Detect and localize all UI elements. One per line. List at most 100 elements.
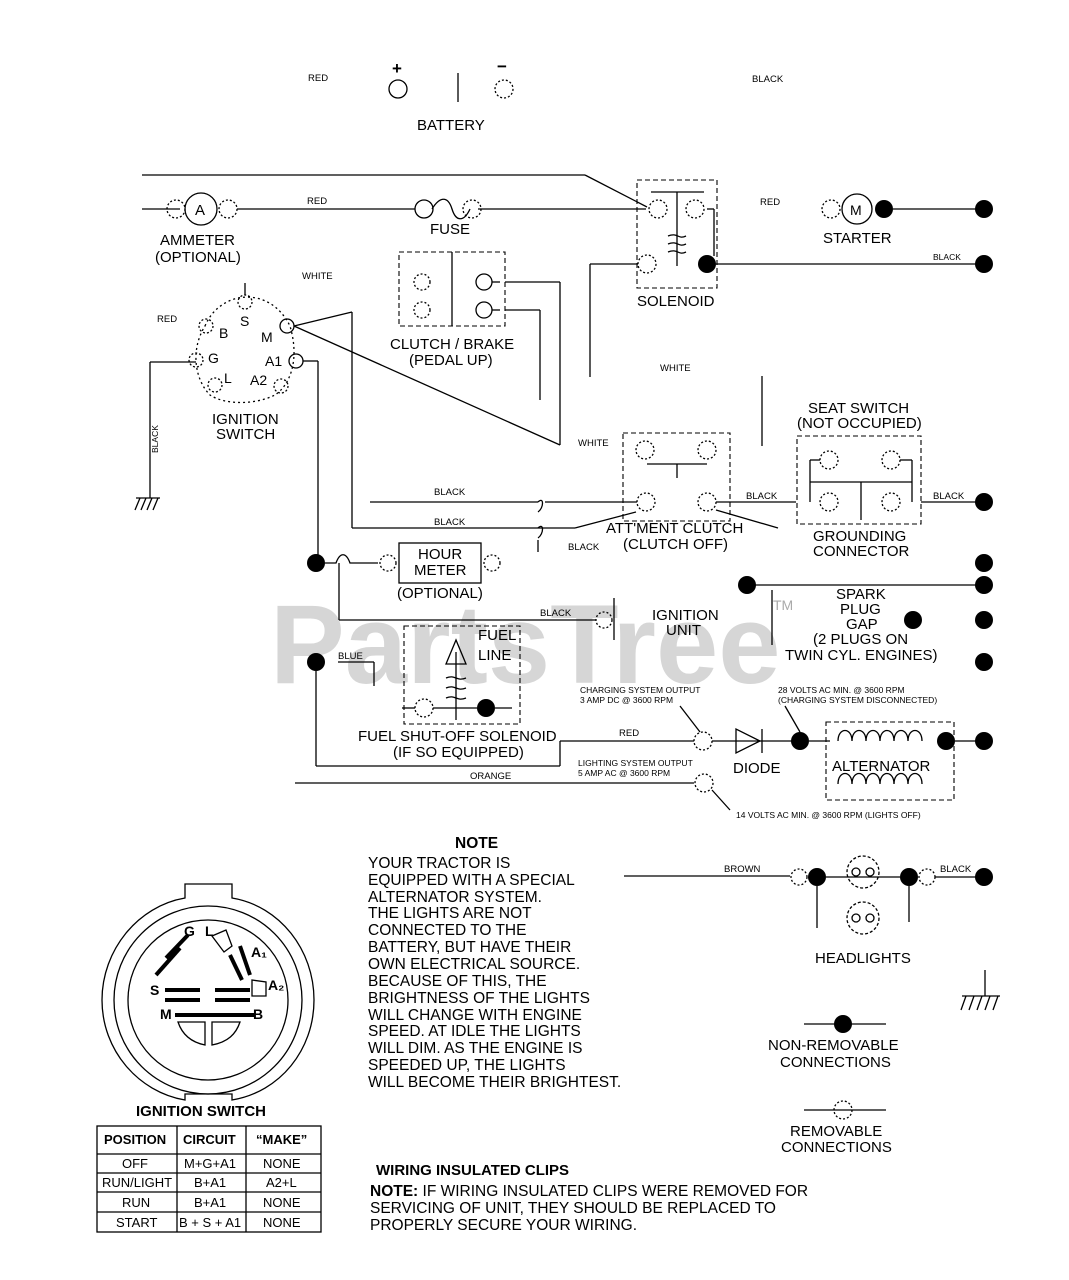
note-line: BECAUSE OF THIS, THE (368, 973, 547, 990)
black-wire-label-seat: BLACK (746, 491, 778, 502)
note-block: NOTE YOUR TRACTOR IS EQUIPPED WITH A SPE… (368, 835, 621, 1091)
alternator-label: ALTERNATOR (832, 758, 931, 775)
ignition-switch-table: POSITION CIRCUIT “MAKE” OFF M+G+A1 NONE … (96, 1125, 322, 1233)
brown-wire-label: BROWN (724, 864, 761, 875)
note-line: YOUR TRACTOR IS (368, 855, 510, 872)
clutch-brake-sublabel: (PEDAL UP) (409, 352, 493, 369)
terminal-m: M (261, 329, 273, 345)
ignition-unit-label: IGNITION (652, 607, 719, 624)
main-wires: RED BLACK RED WHITE (134, 174, 648, 511)
battery-label: BATTERY (417, 117, 485, 134)
charging-output-spec: 3 AMP DC @ 3600 RPM (580, 695, 673, 705)
starter-label: STARTER (823, 230, 892, 247)
black-wire-label-starter: BLACK (933, 252, 961, 262)
spark-plug-note1: (2 PLUGS ON (813, 631, 908, 648)
seat-switch: SEAT SWITCH (NOT OCCUPIED) BLACK GROUNDI… (796, 400, 993, 560)
table-header-position: POSITION (104, 1132, 166, 1147)
face-label-g: G (184, 923, 195, 939)
red-wire-label-starter: RED (760, 197, 780, 208)
battery-plus-sign: + (392, 59, 402, 78)
face-label-a2: A₂ (268, 977, 284, 993)
volts14-label: 14 VOLTS AC MIN. @ 3600 RPM (LIGHTS OFF) (736, 810, 921, 820)
solenoid: SOLENOID BLACK (589, 179, 986, 377)
watermark: PartsTree (270, 582, 781, 707)
red-wire-label-ammeter: RED (307, 196, 327, 207)
table-cell: RUN (122, 1195, 150, 1210)
ammeter: A AMMETER (OPTIONAL) (155, 192, 241, 266)
black-wire-label-headlights: BLACK (940, 864, 972, 875)
table-cell: NONE (263, 1215, 301, 1230)
terminal-g: G (208, 350, 219, 366)
red-wire-label-diode: RED (619, 728, 639, 739)
att-clutch-sublabel: (CLUTCH OFF) (623, 536, 728, 553)
table-cell: A2+L (266, 1175, 297, 1190)
clips-note-label: NOTE: (370, 1183, 418, 1200)
note-line: ALTERNATOR SYSTEM. (368, 889, 542, 906)
hour-meter-label: HOUR (418, 546, 462, 563)
face-label-s: S (150, 982, 159, 998)
battery-black-wire-label: BLACK (752, 74, 784, 85)
legend: NON-REMOVABLE CONNECTIONS REMOVABLE CONN… (768, 1015, 899, 1156)
charging-output-label: CHARGING SYSTEM OUTPUT (580, 685, 700, 695)
removable-sublabel: CONNECTIONS (781, 1139, 892, 1156)
grounding-label: GROUNDING (813, 528, 906, 545)
ignition-unit-sublabel: UNIT (666, 622, 701, 639)
note-line: OWN ELECTRICAL SOURCE. (368, 956, 580, 973)
ignition-switch-label: IGNITION (212, 411, 279, 428)
grounding-sublabel: CONNECTOR (813, 543, 910, 560)
black-wire-label-ground-seat: BLACK (933, 491, 965, 502)
note-line: SPEEDED UP, THE LIGHTS (368, 1057, 566, 1074)
battery-positive-terminal (388, 79, 408, 99)
note-line: THE LIGHTS ARE NOT (368, 905, 532, 922)
fuel-solenoid-sublabel: (IF SO EQUIPPED) (393, 744, 524, 761)
fuel-label: FUEL (478, 627, 516, 644)
terminal-a1: A1 (265, 353, 282, 369)
battery-red-wire-label: RED (308, 73, 328, 84)
fuel-shutoff-solenoid: RED BLUE FUEL LINE FUEL SHUT-OFF SOLENOI… (307, 625, 694, 767)
ignition-switch-sublabel: SWITCH (216, 426, 275, 443)
terminal-b: B (219, 325, 228, 341)
black-wire-label-att3: BLACK (568, 542, 600, 553)
orange-wire-label: ORANGE (470, 771, 511, 782)
diode-label: DIODE (733, 760, 781, 777)
plug-label: PLUG (840, 601, 881, 618)
clutch-brake-switch: CLUTCH / BRAKE (PEDAL UP) (390, 251, 561, 445)
att-clutch-label: ATT'MENT CLUTCH (606, 520, 743, 537)
note-line: EQUIPPED WITH A SPECIAL (368, 872, 575, 889)
wiring-clips-note: WIRING INSULATED CLIPS NOTE: IF WIRING I… (370, 1162, 808, 1234)
ignition-switch-schematic: S B M G A1 L A2 IGNITION SWITCH (188, 283, 561, 563)
table-cell: RUN/LIGHT (102, 1175, 172, 1190)
terminal-s: S (240, 313, 249, 329)
attachment-clutch-switch: BLACK ATT'MENT CLUTCH (CLUTCH OFF) (606, 432, 796, 553)
hour-meter: HOUR METER (OPTIONAL) (307, 542, 596, 621)
gap-label: GAP (846, 616, 878, 633)
ammeter-symbol: A (195, 202, 205, 219)
clips-line2: SERVICING OF UNIT, THEY SHOULD BE REPLAC… (370, 1200, 776, 1217)
lighting-output-spec: 5 AMP AC @ 3600 RPM (578, 768, 670, 778)
fuel-solenoid-label: FUEL SHUT-OFF SOLENOID (358, 728, 557, 745)
fuse-label: FUSE (430, 221, 470, 238)
black-wire-label-att2: BLACK (434, 517, 466, 528)
clips-line1: IF WIRING INSULATED CLIPS WERE REMOVED F… (418, 1183, 808, 1200)
clutch-brake-label: CLUTCH / BRAKE (390, 336, 514, 353)
removable-connection-symbol (833, 1100, 853, 1120)
non-removable-label: NON-REMOVABLE (768, 1037, 899, 1054)
removable-label: REMOVABLE (790, 1123, 882, 1140)
fuse: FUSE (414, 198, 482, 238)
table-cell: NONE (263, 1195, 301, 1210)
volts28-label: 28 VOLTS AC MIN. @ 3600 RPM (778, 685, 905, 695)
battery-negative-terminal (494, 79, 514, 99)
black-wire-label-att1: BLACK (434, 487, 466, 498)
table-cell: M+G+A1 (184, 1156, 236, 1171)
table-cell: B + S + A1 (179, 1215, 241, 1230)
face-label-b: B (253, 1006, 263, 1022)
headlights-label: HEADLIGHTS (815, 950, 911, 967)
face-label-m: M (160, 1006, 172, 1022)
terminal-l: L (224, 370, 232, 386)
white-wire-label-att: WHITE (578, 438, 609, 449)
ignition-unit: BLACK IGNITION UNIT (540, 554, 993, 645)
starter-symbol: M (850, 202, 862, 218)
terminal-a2: A2 (250, 372, 267, 388)
hour-meter-optional: (OPTIONAL) (397, 585, 483, 602)
black-wire-label-ignunit: BLACK (540, 608, 572, 619)
